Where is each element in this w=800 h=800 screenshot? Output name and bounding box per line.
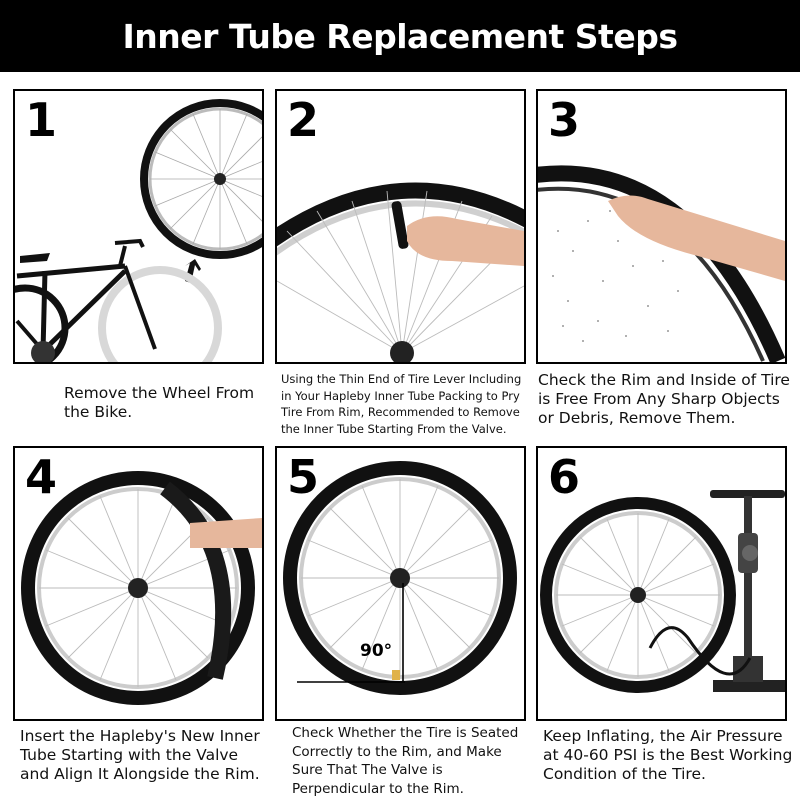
perpendicular-guide (297, 583, 405, 683)
valve-stem (392, 670, 400, 680)
step-1-panel: WELCOME 1 (13, 89, 264, 364)
step-number: 2 (287, 93, 320, 147)
page-title: Inner Tube Replacement Steps (122, 16, 678, 56)
step-4-panel: 4 (13, 446, 264, 721)
step-2-illustration (277, 182, 524, 362)
wheel (540, 497, 736, 693)
frame-brand-text: WELCOME (61, 271, 103, 309)
hand (190, 518, 262, 548)
step-3-panel: 3 (536, 89, 787, 364)
angle-label: 90° (360, 641, 393, 661)
step-number: 1 (25, 93, 58, 147)
tire-lever-hand (391, 201, 524, 266)
step-6-illustration (540, 490, 785, 693)
inner-tube (160, 481, 232, 680)
step-5-panel: 5 90° (275, 446, 526, 721)
step-2-panel: 2 (275, 89, 526, 364)
wheel-closeup (277, 182, 524, 362)
step-3-illustration (538, 165, 785, 362)
step-5-illustration (283, 461, 517, 695)
wheel (283, 461, 517, 695)
step-number: 6 (548, 450, 581, 504)
hand (608, 195, 785, 281)
removed-wheel (140, 99, 262, 259)
step-6-panel: 6 (536, 446, 787, 721)
step-4-illustration (21, 471, 262, 705)
step-6-caption: Keep Inflating, the Air Pressure at 40-6… (543, 727, 793, 783)
wheel (21, 471, 255, 705)
bike-frame: WELCOME (15, 238, 222, 362)
step-2-caption: Using the Thin End of Tire Lever Includi… (281, 372, 522, 436)
step-1-illustration: WELCOME (15, 99, 262, 362)
step-3-caption: Check the Rim and Inside of Tire is Free… (538, 371, 790, 427)
step-5-caption: Check Whether the Tire is Seated Correct… (292, 725, 519, 797)
step-number: 5 (287, 450, 320, 504)
step-4-caption: Insert the Hapleby's New Inner Tube Star… (20, 727, 260, 783)
debris-particles (552, 210, 679, 342)
floor-pump (648, 490, 785, 692)
step-number: 4 (25, 450, 58, 504)
step-1-caption: Remove the Wheel From the Bike. (64, 384, 255, 421)
step-number: 3 (548, 93, 581, 147)
title-banner: Inner Tube Replacement Steps (0, 0, 800, 72)
